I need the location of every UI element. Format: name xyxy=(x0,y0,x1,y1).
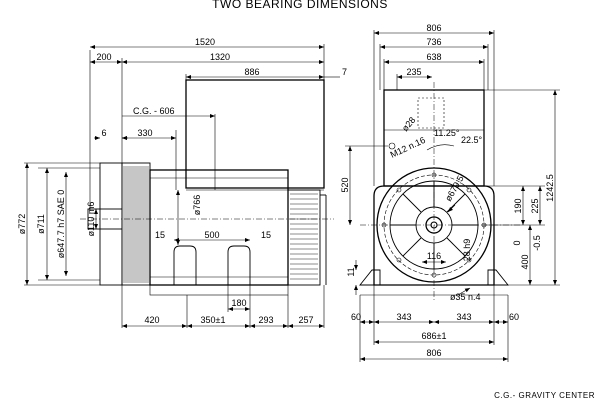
axis-tol-b: -0.5 xyxy=(532,235,542,251)
dim-overall-length: 1520 xyxy=(195,37,215,47)
dim-box-width-inner: 638 xyxy=(426,52,441,62)
foot-slot-left xyxy=(173,245,197,285)
angle-b: 22.5° xyxy=(461,135,483,145)
dim-shaft-extension: 200 xyxy=(96,52,111,62)
base-frame xyxy=(149,284,289,296)
dim-shaft-diameter: ø110 m6 xyxy=(86,202,96,237)
drive-end-fins xyxy=(121,162,151,286)
dim-foot-span: 500 xyxy=(204,230,219,240)
side-view-dimensions: 1520 200 1320 886 7 C.G. - 606 6 330 ø77… xyxy=(17,37,347,328)
stator-body xyxy=(149,169,289,286)
dim-foot-gap-left: 15 xyxy=(155,230,165,240)
foot-slot-right xyxy=(227,245,251,285)
side-view xyxy=(80,79,334,296)
axis-tol-a: 0 xyxy=(512,240,522,245)
thread-spec: M12 n.16 xyxy=(389,135,427,160)
dim-foot-gap-right: 15 xyxy=(261,230,271,240)
legend-cg: C.G.- GRAVITY CENTER xyxy=(494,391,595,400)
dim-overall-width: 806 xyxy=(426,23,441,33)
dim-front-offset-b: 330 xyxy=(137,128,152,138)
dim-front-offset-a: 6 xyxy=(101,128,106,138)
dim-height-to-axis: 520 xyxy=(340,177,350,192)
dim-shaft-fit: ø647.7 h7 SAE 0 xyxy=(56,190,66,259)
front-flange xyxy=(99,162,123,286)
dim-body-length: 1320 xyxy=(210,52,230,62)
dim-bottom-c: 293 xyxy=(258,315,273,325)
dim-box-offset: 235 xyxy=(406,67,421,77)
terminal-box xyxy=(185,79,325,189)
dim-foot-span: 686±1 xyxy=(422,331,447,341)
dim-left-margin: 60 xyxy=(351,312,361,322)
end-foot-right xyxy=(487,269,509,286)
dim-foot-height-b: 225 xyxy=(530,198,540,213)
drawing-title: TWO BEARING DIMENSIONS xyxy=(212,0,388,11)
dim-hole-diameter: ø28 xyxy=(400,115,418,133)
cable-gland-plate xyxy=(417,97,445,129)
dim-terminal-box-length: 886 xyxy=(244,67,259,77)
dim-shaft-keyway: 28 h9 xyxy=(462,239,472,262)
angle-a: 11.25° xyxy=(434,128,460,138)
end-foot-left xyxy=(359,269,381,286)
dim-key-depth: 116 xyxy=(427,251,441,261)
dim-half-span-right: 343 xyxy=(456,312,471,322)
dim-foot-hole: ø35 n.4 xyxy=(450,292,481,302)
dim-bottom-b: 350±1 xyxy=(201,315,226,325)
dim-overall-height: 1242.5 xyxy=(545,174,555,202)
dim-pcd: ø679.5 xyxy=(443,174,466,203)
dim-foot-thickness: 11 xyxy=(346,267,356,276)
dim-bottom-d: 257 xyxy=(298,315,313,325)
cg-label: C.G. - 606 xyxy=(133,106,175,116)
dim-flange-diameter: ø772 xyxy=(17,214,27,235)
dim-bottom-a: 420 xyxy=(144,315,159,325)
dim-box-width-outer: 736 xyxy=(426,37,441,47)
lifting-hole xyxy=(388,142,396,150)
dim-right-margin: 60 xyxy=(509,312,519,322)
dim-axis-height: 400 xyxy=(520,254,530,269)
dim-foot-height-a: 190 xyxy=(513,198,523,213)
dim-half-span-left: 343 xyxy=(396,312,411,322)
end-view xyxy=(359,82,520,300)
non-drive-end-fins xyxy=(287,189,327,286)
dim-spigot-diameter: ø711 xyxy=(36,214,46,234)
dim-foot-mid: 180 xyxy=(231,298,246,308)
dim-body-diameter: ø766 xyxy=(192,195,202,216)
dim-terminal-box-offset: 7 xyxy=(342,67,347,77)
dim-bottom-width: 806 xyxy=(426,348,441,358)
end-view-dimensions: 806 736 638 235 ø28 11.25° 22.5° M12 n.1… xyxy=(340,23,560,362)
